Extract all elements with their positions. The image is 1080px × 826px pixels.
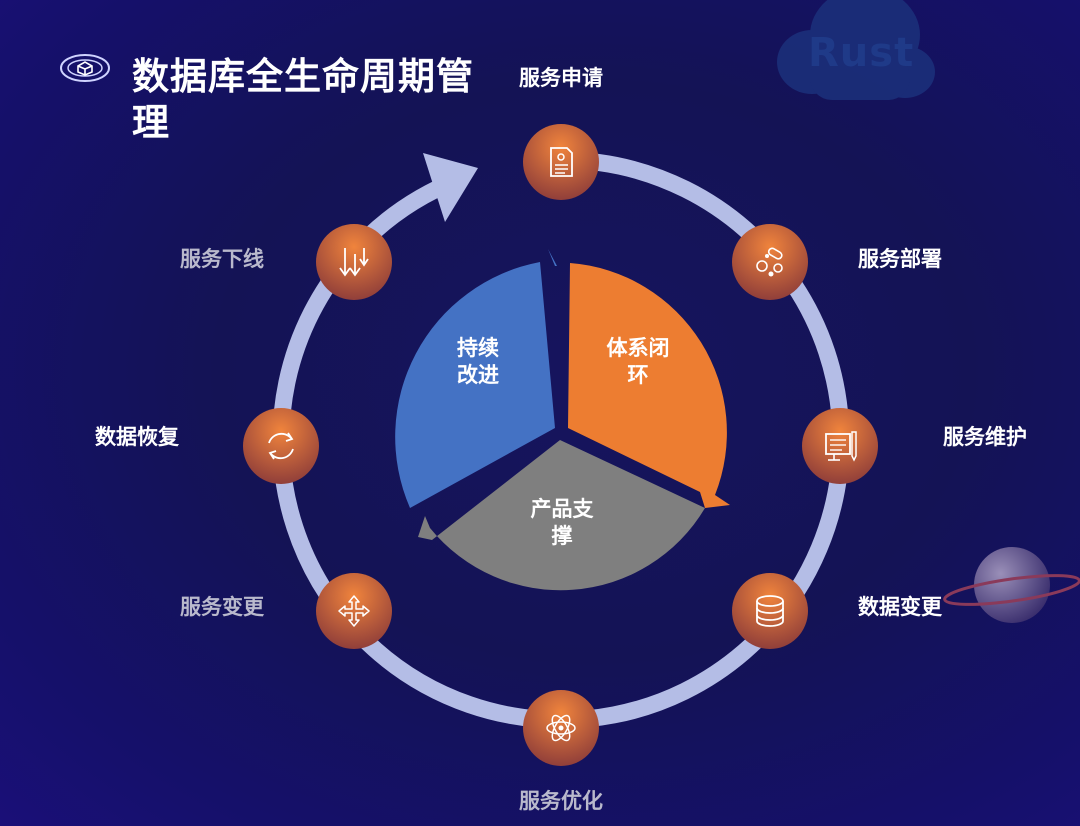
segment-label-product-support: 产品支撑 [530,497,594,548]
segment-label-closed-loop: 体系闭环 [606,336,670,387]
segment-product-support [418,440,705,591]
move-arrows-icon [338,595,370,627]
step-label-service-apply: 服务申请 [519,66,603,90]
database-icon [756,595,784,627]
atom-icon [546,714,576,742]
step-node-circle [523,124,599,200]
step-label-service-maintain: 服务维护 [943,425,1027,449]
step-node [523,690,599,766]
step-node [523,124,599,200]
step-node-circle [732,224,808,300]
step-label-data-change: 数据变更 [858,595,942,619]
segment-continuous-improvement [395,249,557,508]
pills-icon [756,247,783,277]
step-nodes [243,124,878,766]
cloud-label: Rust [808,30,915,76]
page-title: 数据库全生命周期管理 [132,55,474,144]
step-label-data-recovery: 数据恢复 [95,425,179,449]
step-node-circle [316,573,392,649]
step-node-circle [732,573,808,649]
step-node [732,224,808,300]
step-label-service-deploy: 服务部署 [858,247,942,271]
center-pie [395,249,730,591]
step-label-service-optimize: 服务优化 [519,789,603,813]
segment-closed-loop [568,263,730,508]
step-node [316,573,392,649]
step-node [243,408,319,484]
step-node [316,224,392,300]
refresh-icon [268,432,294,460]
document-icon [550,147,573,177]
step-label-service-change: 服务变更 [180,595,264,619]
step-node [732,573,808,649]
step-node-circle [243,408,319,484]
step-node-circle [802,408,878,484]
step-node [802,408,878,484]
down-arrows-icon [339,248,369,277]
step-node-circle [316,224,392,300]
blueprint-icon [825,431,857,462]
cloud-decoration [777,0,935,100]
segment-label-continuous-improvement: 持续改进 [457,336,499,387]
ring-arrow-head [423,153,478,222]
cube-icon [60,54,110,82]
step-label-service-offline: 服务下线 [180,247,264,271]
planet-decoration [943,547,1080,623]
